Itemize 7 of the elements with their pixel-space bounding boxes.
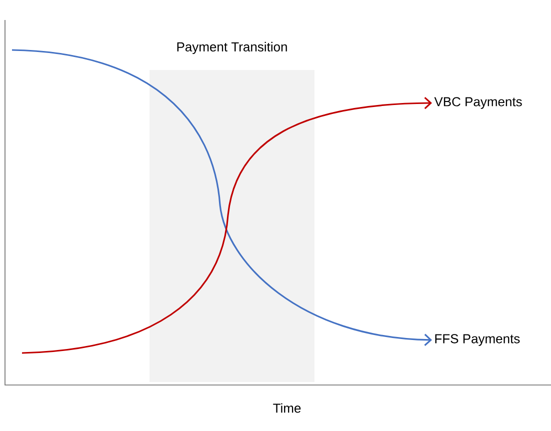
node-label: Payment Transition — [177, 42, 287, 54]
series-label: FFS Payments — [435, 334, 520, 346]
shaded-band: Payment Transition — [150, 42, 314, 382]
series-label: VBC Payments — [434, 97, 522, 109]
curve-arrow — [12, 49, 432, 346]
curve-arrow — [22, 96, 432, 354]
axis-label: Time — [273, 403, 301, 413]
